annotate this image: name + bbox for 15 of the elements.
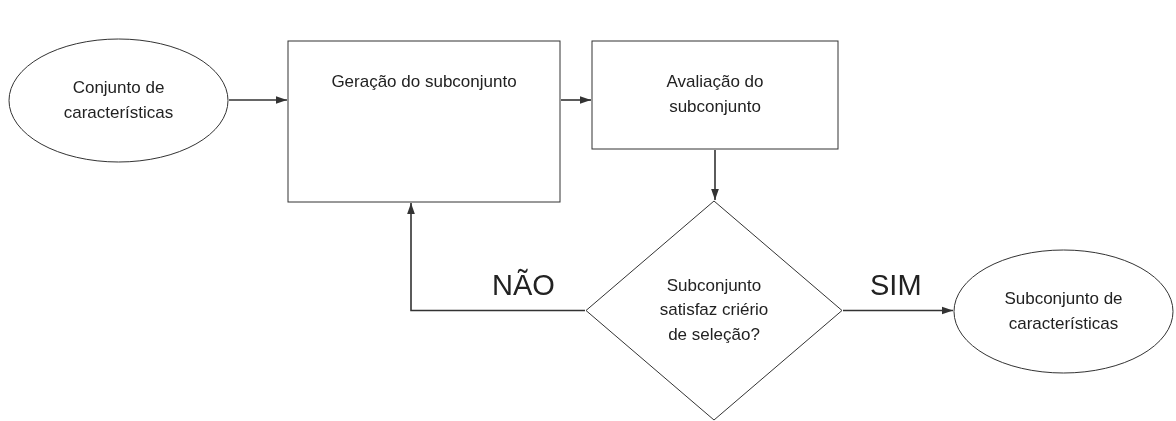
node-text: Subconjunto satisfaz criério de seleção?: [658, 274, 770, 346]
node-text: Conjunto de características: [62, 76, 175, 124]
ellipse-node: [8, 38, 229, 163]
arrow: [407, 202, 586, 312]
node-text: Geração do subconjunto: [331, 71, 517, 93]
process-box: [287, 40, 561, 203]
decision-diamond: [585, 200, 843, 421]
process-box: [591, 40, 839, 150]
arrow: [711, 149, 719, 201]
node-text: Subconjunto de características: [1003, 287, 1124, 335]
arrow: [228, 96, 288, 104]
node-text: Avaliação do subconjunto: [665, 71, 765, 118]
arrow: [842, 306, 954, 315]
arrow: [560, 96, 592, 104]
ellipse-node: [953, 249, 1174, 374]
